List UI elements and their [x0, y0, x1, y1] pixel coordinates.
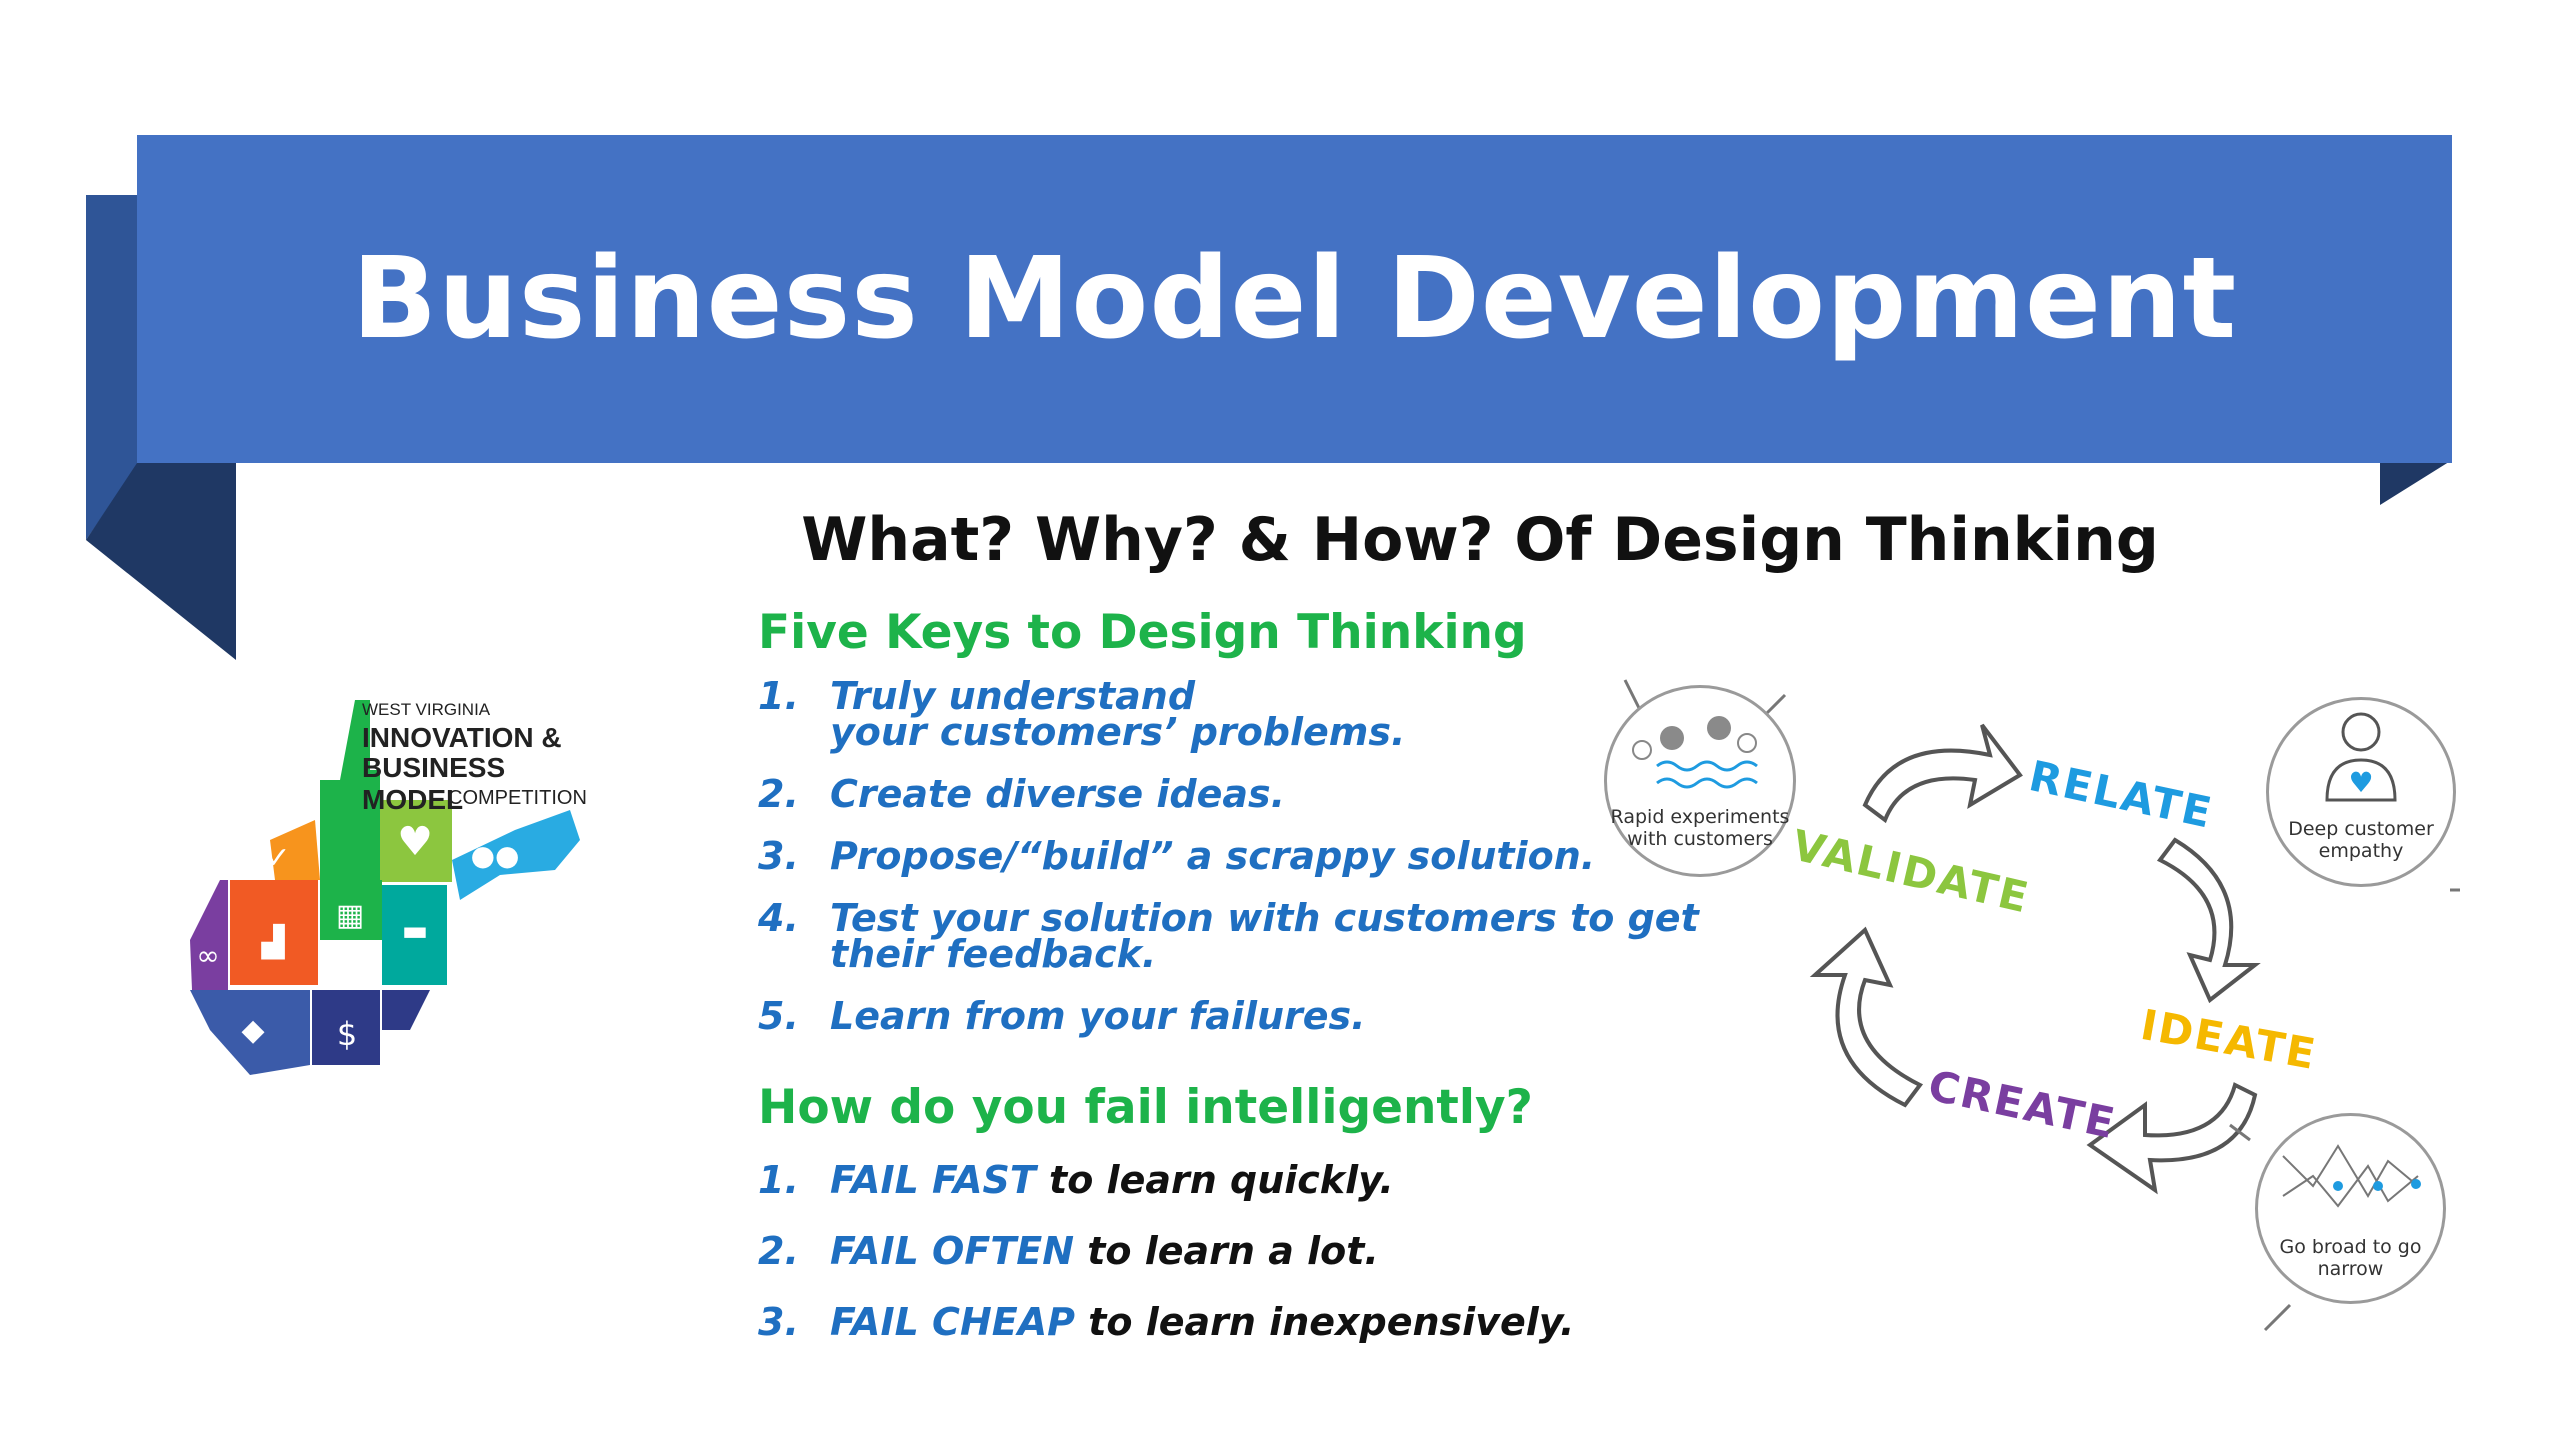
diverge-converge-icon — [2282, 1144, 2421, 1208]
circle-go-broad: Go broad to go narrow — [2255, 1113, 2446, 1304]
circle-label: Deep customer empathy — [2288, 818, 2434, 862]
logo-line-business: BUSINESS MODEL — [362, 752, 506, 815]
arrow-icon — [2086, 1082, 2258, 1195]
svg-text:◆: ◆ — [241, 1013, 264, 1048]
logo-line-competition: COMPETITION — [448, 787, 587, 809]
list-item: 3. Propose/“build” a scrappy solution. — [758, 834, 1596, 878]
circle-customer-empathy: ♥ Deep customer empathy — [2266, 697, 2456, 887]
slide-subtitle: What? Why? & How? Of Design Thinking — [801, 505, 2159, 575]
fail-list: 1. FAIL FAST to learn quickly. 2. FAIL O… — [758, 1158, 1575, 1375]
cycle-arrows — [1623, 679, 2460, 1332]
svg-text:∞: ∞ — [196, 939, 219, 972]
svg-text:▬: ▬ — [402, 914, 428, 947]
circle-rapid-experiments: Rapid experiments with customers — [1604, 685, 1796, 877]
wv-competition-logo: ♥ ✓ ▦ ▟ ∞ ▬ ●● ◆ $ WEST VIRGINIA INNOVAT… — [170, 690, 610, 1080]
list-item: 4. Test your solution with customers to … — [758, 896, 1699, 976]
banner-fold-left — [86, 195, 236, 660]
list-item: 2. FAIL OFTEN to learn a lot. — [758, 1229, 1379, 1273]
logo-line-innovation: INNOVATION & — [362, 722, 562, 753]
svg-text:$: $ — [337, 1015, 357, 1053]
five-keys-heading: Five Keys to Design Thinking — [758, 605, 1527, 660]
design-thinking-cycle: RELATE IDEATE CREATE VALIDATE Rapid expe… — [1590, 665, 2480, 1345]
svg-text:✓: ✓ — [265, 841, 290, 876]
list-item: 3. FAIL CHEAP to learn inexpensively. — [758, 1300, 1575, 1344]
svg-text:♥: ♥ — [397, 819, 433, 865]
slide-title: Business Model Development — [351, 234, 2238, 364]
svg-text:▦: ▦ — [336, 898, 364, 933]
svg-text:●●: ●● — [471, 839, 520, 872]
list-item: 1. FAIL FAST to learn quickly. — [758, 1158, 1394, 1202]
wv-map-icon: ♥ ✓ ▦ ▟ ∞ ▬ ●● ◆ $ — [190, 700, 580, 1075]
title-banner: Business Model Development — [137, 135, 2452, 463]
arrow-icon — [2156, 837, 2261, 1004]
arrow-icon — [1862, 723, 2023, 824]
arrow-icon — [1809, 926, 1924, 1108]
circle-label: Go broad to go narrow — [2279, 1236, 2422, 1280]
logo-line-state: WEST VIRGINIA — [362, 700, 491, 719]
svg-text:▟: ▟ — [260, 924, 285, 960]
person-heart-icon: ♥ — [2325, 712, 2397, 802]
list-item: 5. Learn from your failures. — [758, 994, 1366, 1038]
fail-heading: How do you fail intelligently? — [758, 1080, 1533, 1135]
circle-label: Rapid experiments with customers — [1610, 806, 1790, 850]
svg-text:♥: ♥ — [2348, 766, 2373, 799]
experiments-icon — [1632, 716, 1758, 789]
banner-fold-right — [2380, 460, 2452, 505]
list-item: 2. Create diverse ideas. — [758, 772, 1286, 816]
